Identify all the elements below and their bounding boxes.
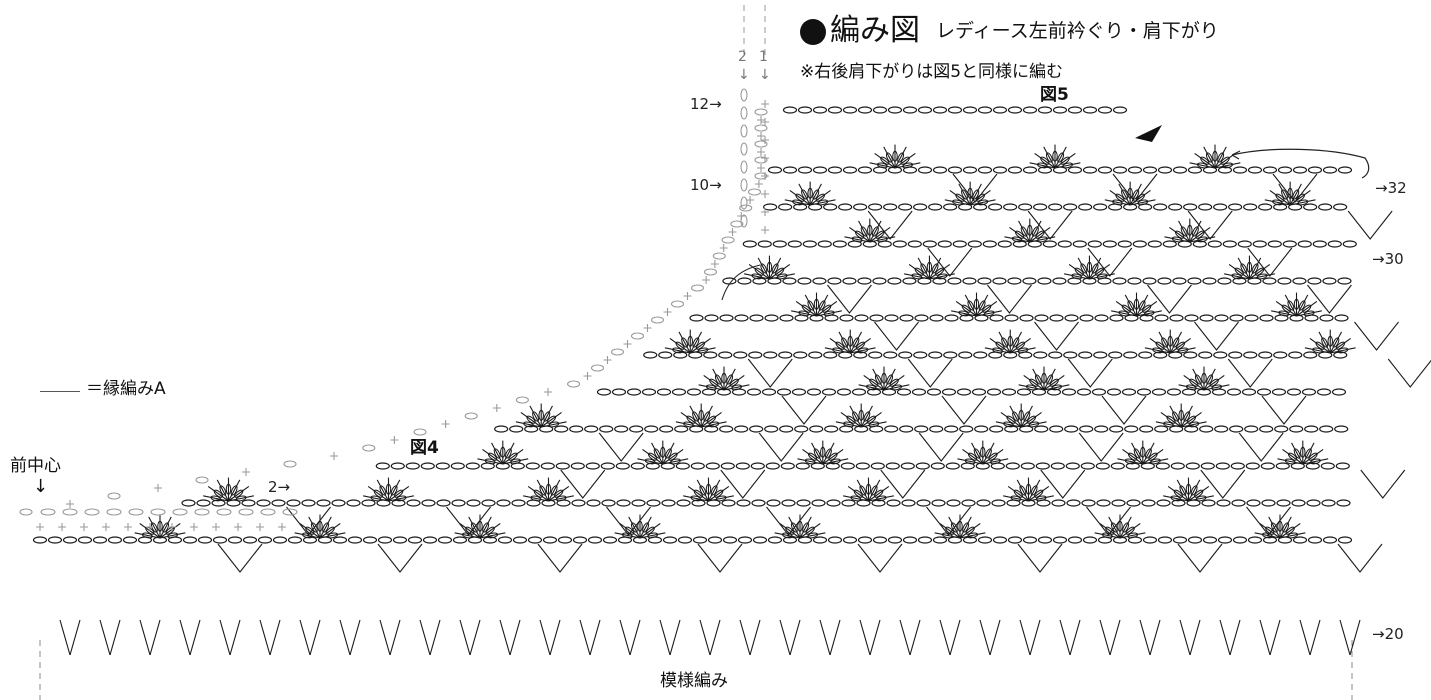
row-label-20: →20 xyxy=(1372,625,1404,643)
chart-subtitle: レディース左前衿ぐり・肩下がり xyxy=(936,20,1219,42)
filled-circle-icon xyxy=(800,19,826,45)
left-curve-arrow xyxy=(721,264,761,301)
instruction-note: ※右後肩下がりは図5と同様に編む xyxy=(800,62,1064,82)
down-arrow-icon: ↓ xyxy=(759,67,771,83)
triangle-marker-icon xyxy=(1135,125,1162,142)
row-label-2: 2→ xyxy=(268,478,291,496)
figure-5-label: 図5 xyxy=(1040,85,1069,105)
pattern-stitch-label: 模様編み xyxy=(660,671,728,691)
column-number-2: 2 xyxy=(738,49,747,65)
row-label-30: →30 xyxy=(1372,250,1404,268)
figure-4-label: 図4 xyxy=(410,438,439,458)
legend-line-swatch xyxy=(40,391,80,392)
chart-title: 編み図 xyxy=(830,13,920,48)
column-number-1: 1 xyxy=(759,49,768,65)
edging-a-stitches xyxy=(19,88,769,531)
row-label-10: 10→ xyxy=(690,176,722,194)
front-center-label: 前中心 xyxy=(10,456,61,476)
down-arrow-icon: ↓ xyxy=(33,476,49,497)
row-label-32: →32 xyxy=(1375,179,1407,197)
legend-edging-a: ＝縁編みA xyxy=(86,379,166,399)
down-arrow-icon: ↓ xyxy=(738,67,750,83)
stitch-pattern-area xyxy=(32,106,1431,656)
curved-arrow xyxy=(1231,148,1370,179)
curved-arrow-head xyxy=(1231,150,1241,160)
row-label-12: 12→ xyxy=(690,95,722,113)
